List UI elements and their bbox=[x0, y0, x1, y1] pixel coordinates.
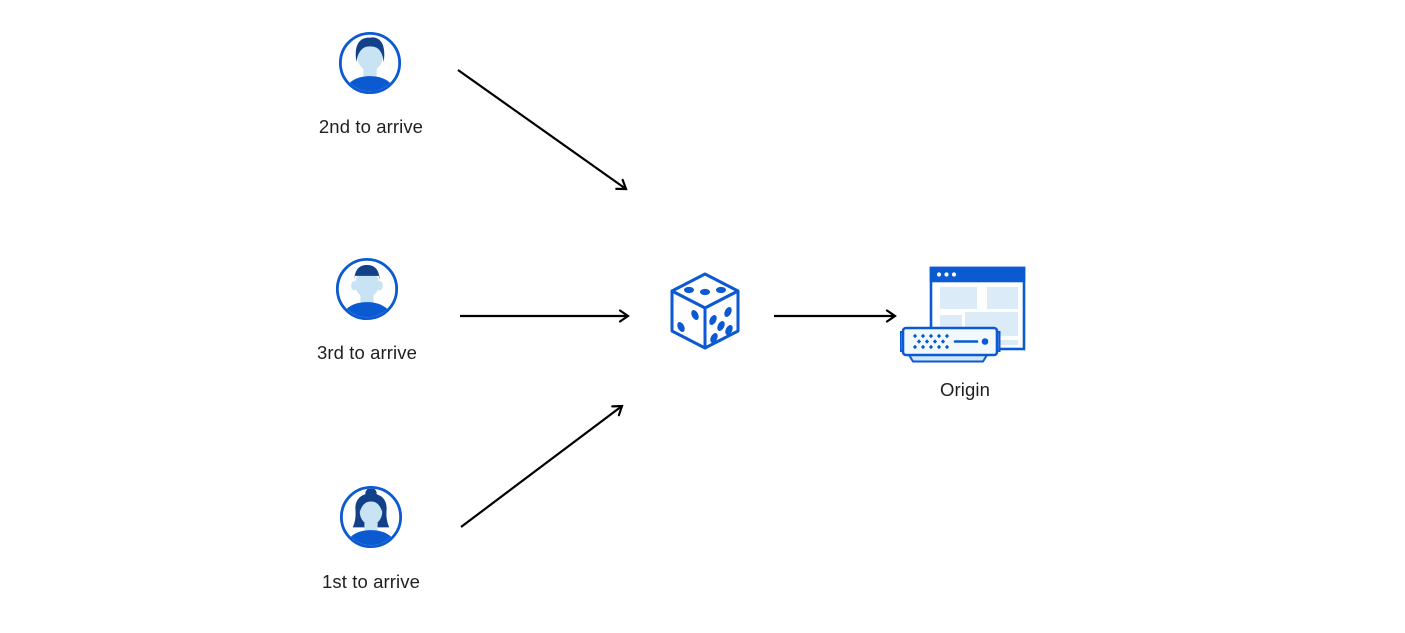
visitor-bottom-label: 1st to arrive bbox=[322, 571, 420, 592]
server-unit bbox=[900, 326, 1001, 363]
visitor-top-label: 2nd to arrive bbox=[318, 116, 424, 137]
origin-server-browser-icon bbox=[900, 266, 1026, 363]
user-avatar-male-wavy-hair-icon bbox=[338, 31, 402, 95]
arrow-visitor-bottom-to-dice bbox=[460, 404, 624, 528]
visitor-middle-label: 3rd to arrive bbox=[316, 342, 417, 363]
user-avatar-male-flat-hair-icon bbox=[335, 257, 399, 321]
arrow-visitor-top-to-dice bbox=[457, 69, 628, 191]
origin-label: Origin bbox=[940, 379, 990, 400]
dice-icon bbox=[670, 272, 740, 350]
user-avatar-female-bun-icon bbox=[339, 485, 403, 549]
server-led-pattern bbox=[912, 333, 950, 350]
